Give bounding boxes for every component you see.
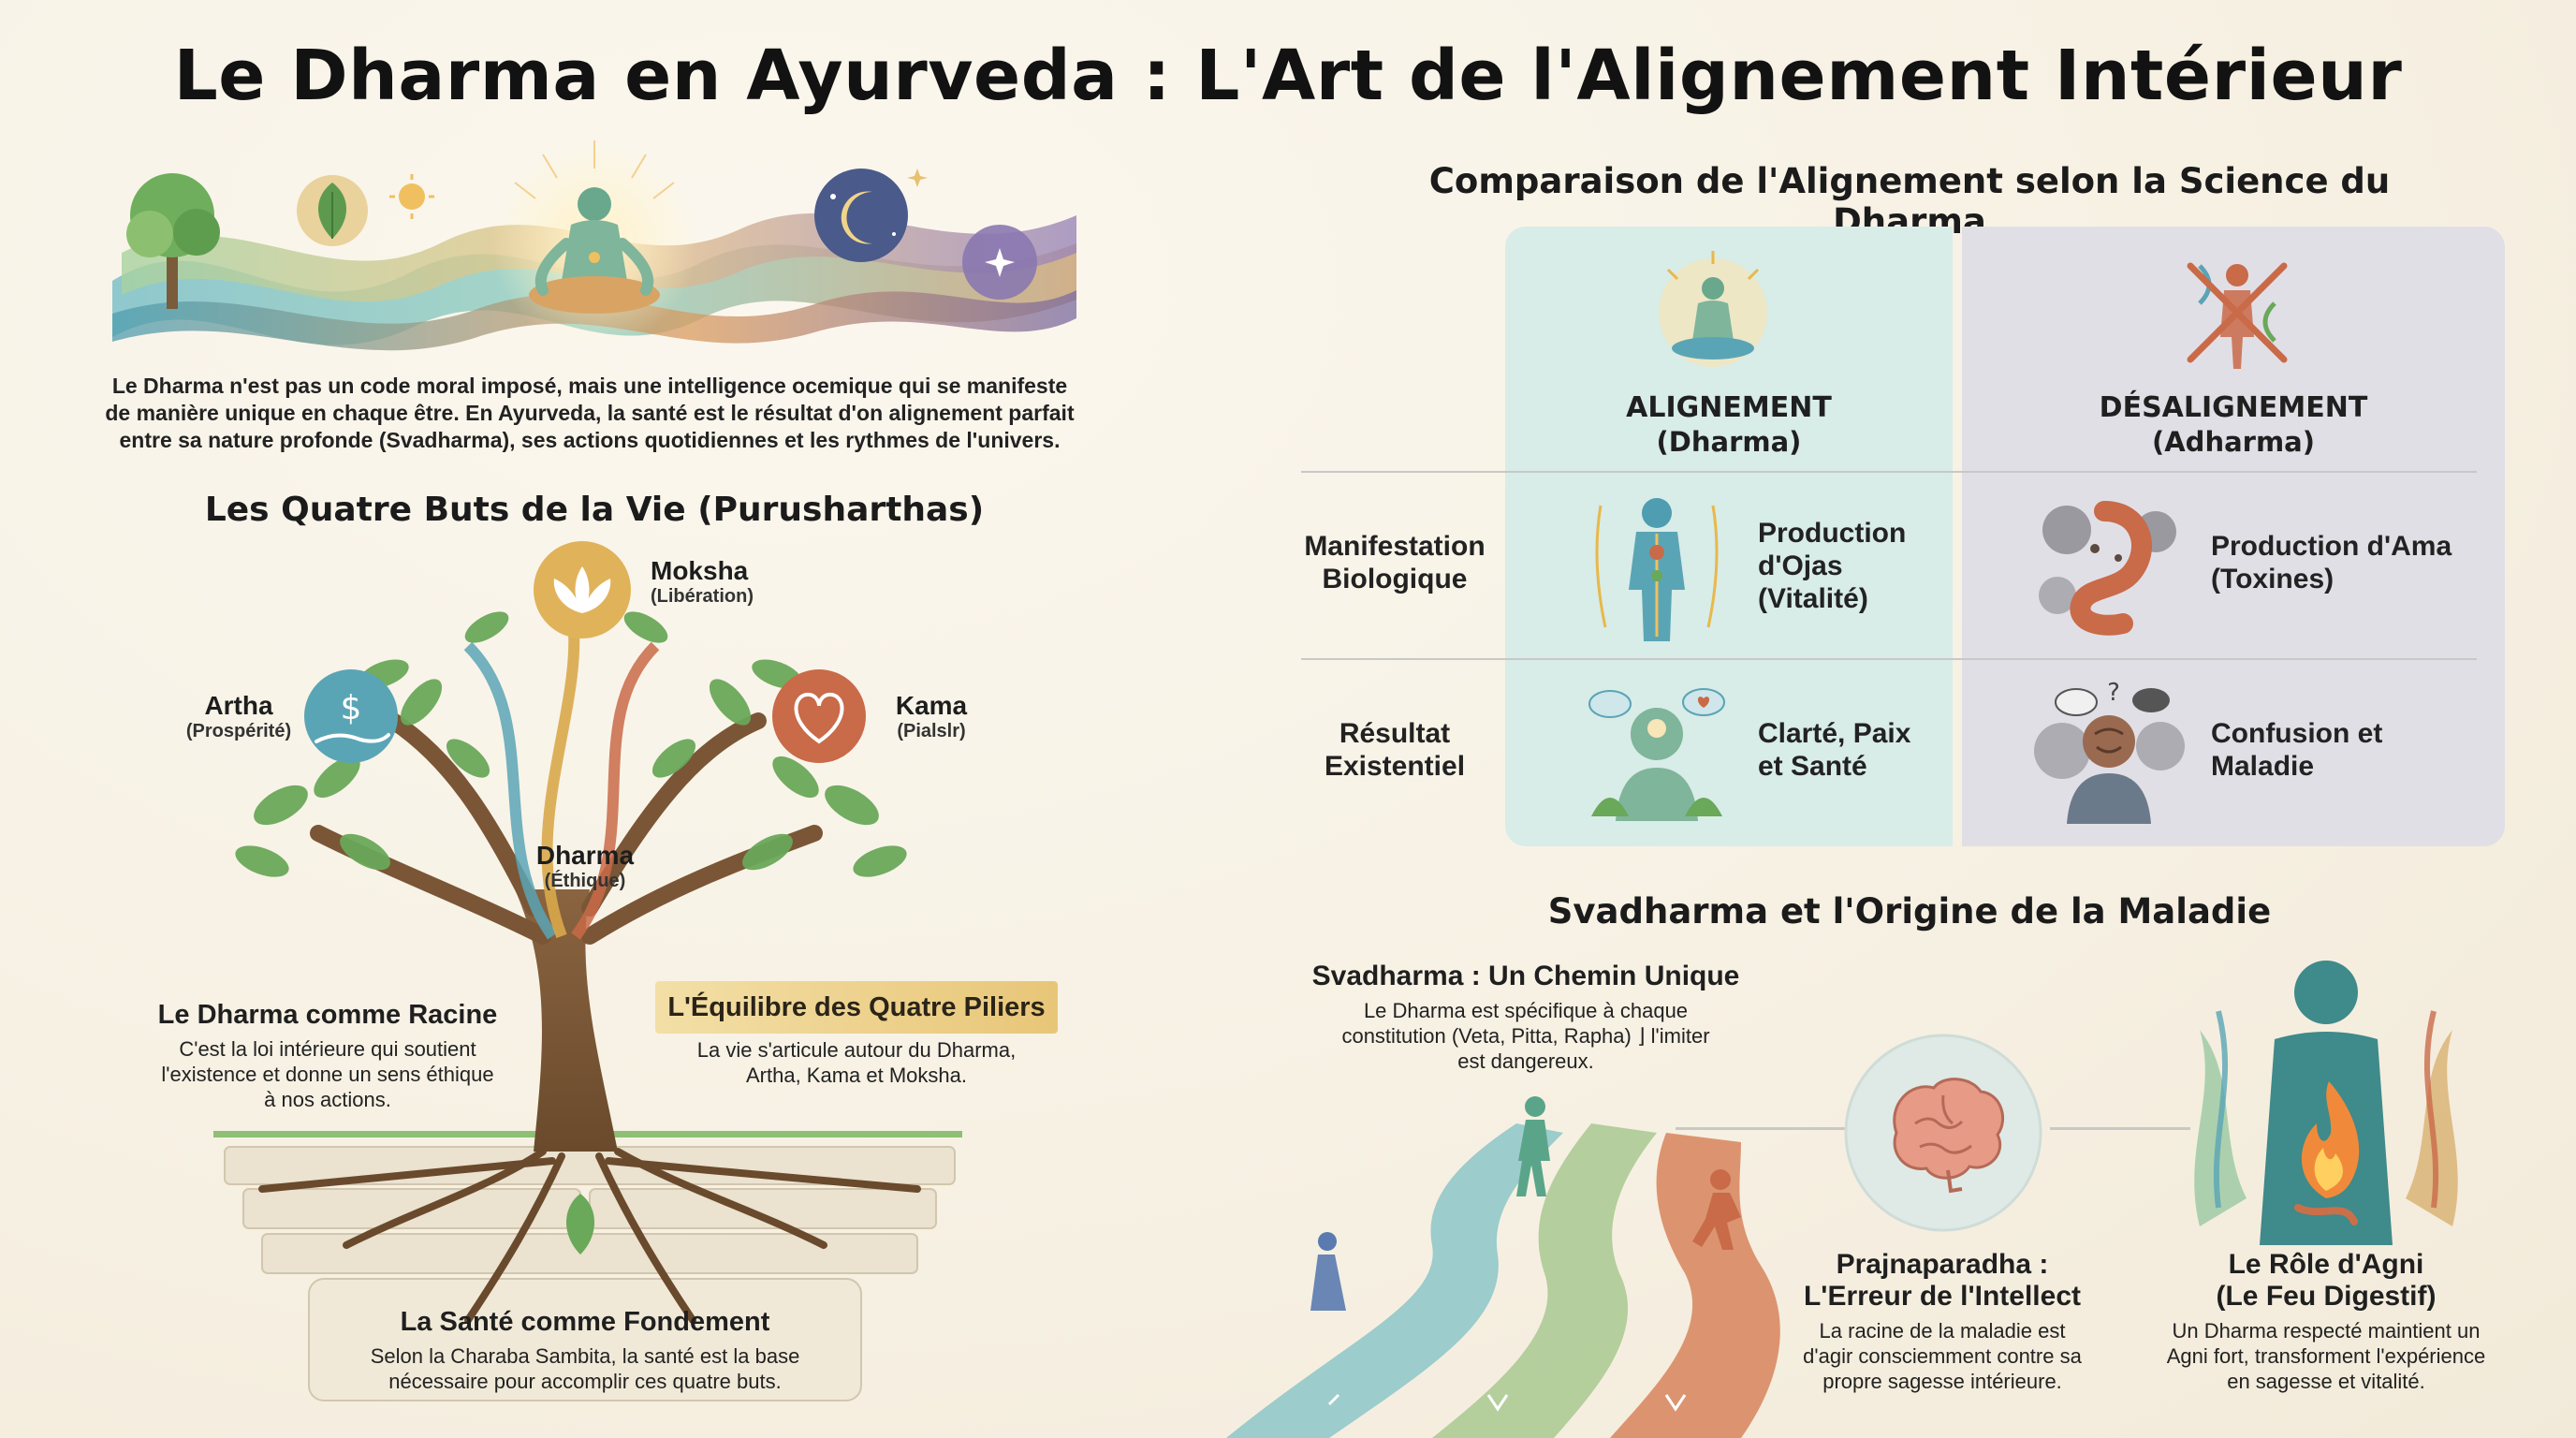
root-title: Le Dharma comme Racine — [157, 1000, 498, 1030]
cell-confusion: Confusion et Maladie — [2211, 718, 2383, 782]
pillars-text: La vie s'articule autour du Dharma, Arth… — [696, 1038, 1017, 1087]
intro-paragraph: Le Dharma n'est pas un code moral imposé… — [103, 373, 1076, 454]
lotus-icon — [534, 541, 631, 638]
page-title: Le Dharma en Ayurveda : L'Art de l'Align… — [173, 36, 2403, 116]
crossed-figure-icon — [2187, 262, 2288, 369]
cosmic-banner-illustration — [112, 140, 1076, 351]
heart-icon — [772, 669, 866, 763]
agni-title: Le Rôle d'Agni — [2228, 1249, 2424, 1280]
root-block: Le Dharma comme Racine C'est la loi inté… — [117, 1000, 538, 1112]
meditation-icon — [529, 187, 660, 314]
purusharthas-heading: Les Quatre Buts de la Vie (Purusharthas) — [204, 491, 985, 529]
meditation-icon — [1659, 251, 1767, 367]
foundation-block: La Santé comme Fondement Selon la Charab… — [309, 1307, 861, 1394]
intro-line: de manière unique en chaque être. En Ayu… — [105, 401, 1075, 425]
row-label-biological: Manifestation Biologique — [1304, 531, 1486, 594]
moksha-label: Moksha (Libération) — [651, 556, 754, 607]
table-divider — [1301, 471, 2477, 473]
svadharma-path-title: Svadharma : Un Chemin Unique — [1311, 961, 1740, 991]
prajna-title: Prajnaparadha : — [1836, 1249, 2049, 1280]
brain-icon — [1844, 1034, 2042, 1232]
runner-icon — [1692, 1169, 1741, 1250]
head-confusion-icon: ? — [2034, 679, 2185, 824]
tree-icon — [126, 173, 220, 309]
connector-line — [2050, 1127, 2190, 1130]
prajna-block: Prajnaparadha : L'Erreur de l'Intellect … — [1778, 1249, 2106, 1394]
body-ojas-icon — [1595, 498, 1719, 641]
agni-block: Le Rôle d'Agni (Le Feu Digestif) Un Dhar… — [2125, 1249, 2527, 1394]
svg-text:$: $ — [341, 689, 362, 727]
svg-text:?: ? — [2107, 679, 2120, 707]
intro-line: entre sa nature profonde (Svadharma), se… — [119, 428, 1061, 452]
dharma-tree-illustration: $ — [213, 541, 962, 1401]
cell-clarity: Clarté, Paix et Santé — [1758, 718, 1911, 782]
head-clarity-icon — [1588, 688, 1725, 821]
pillars-ribbon: L'Équilibre des Quatre Piliers — [655, 981, 1058, 1034]
cell-ojas: Production d'Ojas (Vitalité) — [1758, 518, 1907, 614]
alignment-header: ALIGNEMENT (Dharma) — [1626, 391, 1832, 458]
moon-icon — [814, 169, 908, 262]
star-icon — [907, 169, 1037, 300]
row-label-existential: Résultat Existentiel — [1324, 718, 1466, 782]
digestive-fire-icon — [2194, 961, 2458, 1245]
dollar-hand-icon: $ — [304, 669, 398, 763]
walker-icon — [1516, 1096, 1550, 1196]
table-divider — [1301, 658, 2477, 660]
misalignment-header: DÉSALIGNEMENT (Adharma) — [2099, 391, 2368, 458]
sprout-icon — [566, 1194, 594, 1255]
connector-line — [1676, 1127, 1853, 1130]
artha-label: Artha (Prospérité) — [185, 691, 292, 741]
sun-icon — [389, 174, 434, 219]
pillars-title: L'Équilibre des Quatre Piliers — [667, 992, 1046, 1022]
foundation-title: La Santé comme Fondement — [400, 1307, 770, 1337]
stomach-toxin-icon — [2039, 501, 2176, 636]
svadharma-path-block: Svadharma : Un Chemin Unique Le Dharma e… — [1292, 961, 1760, 1074]
leaf-icon — [297, 175, 368, 246]
winding-paths-illustration — [1226, 1096, 1780, 1438]
dharma-label: Dharma (Éthique) — [535, 841, 635, 891]
svadharma-heading: Svadharma et l'Origine de la Maladie — [1547, 891, 2272, 932]
intro-line: Le Dharma n'est pas un code moral imposé… — [111, 374, 1068, 398]
kama-label: Kama (Pialslr) — [895, 691, 968, 741]
comparison-heading: Comparaison de l'Alignement selon la Sci… — [1428, 161, 2391, 242]
cell-ama: Production d'Ama (Toxines) — [2211, 531, 2452, 594]
walker-icon — [1310, 1232, 1346, 1311]
